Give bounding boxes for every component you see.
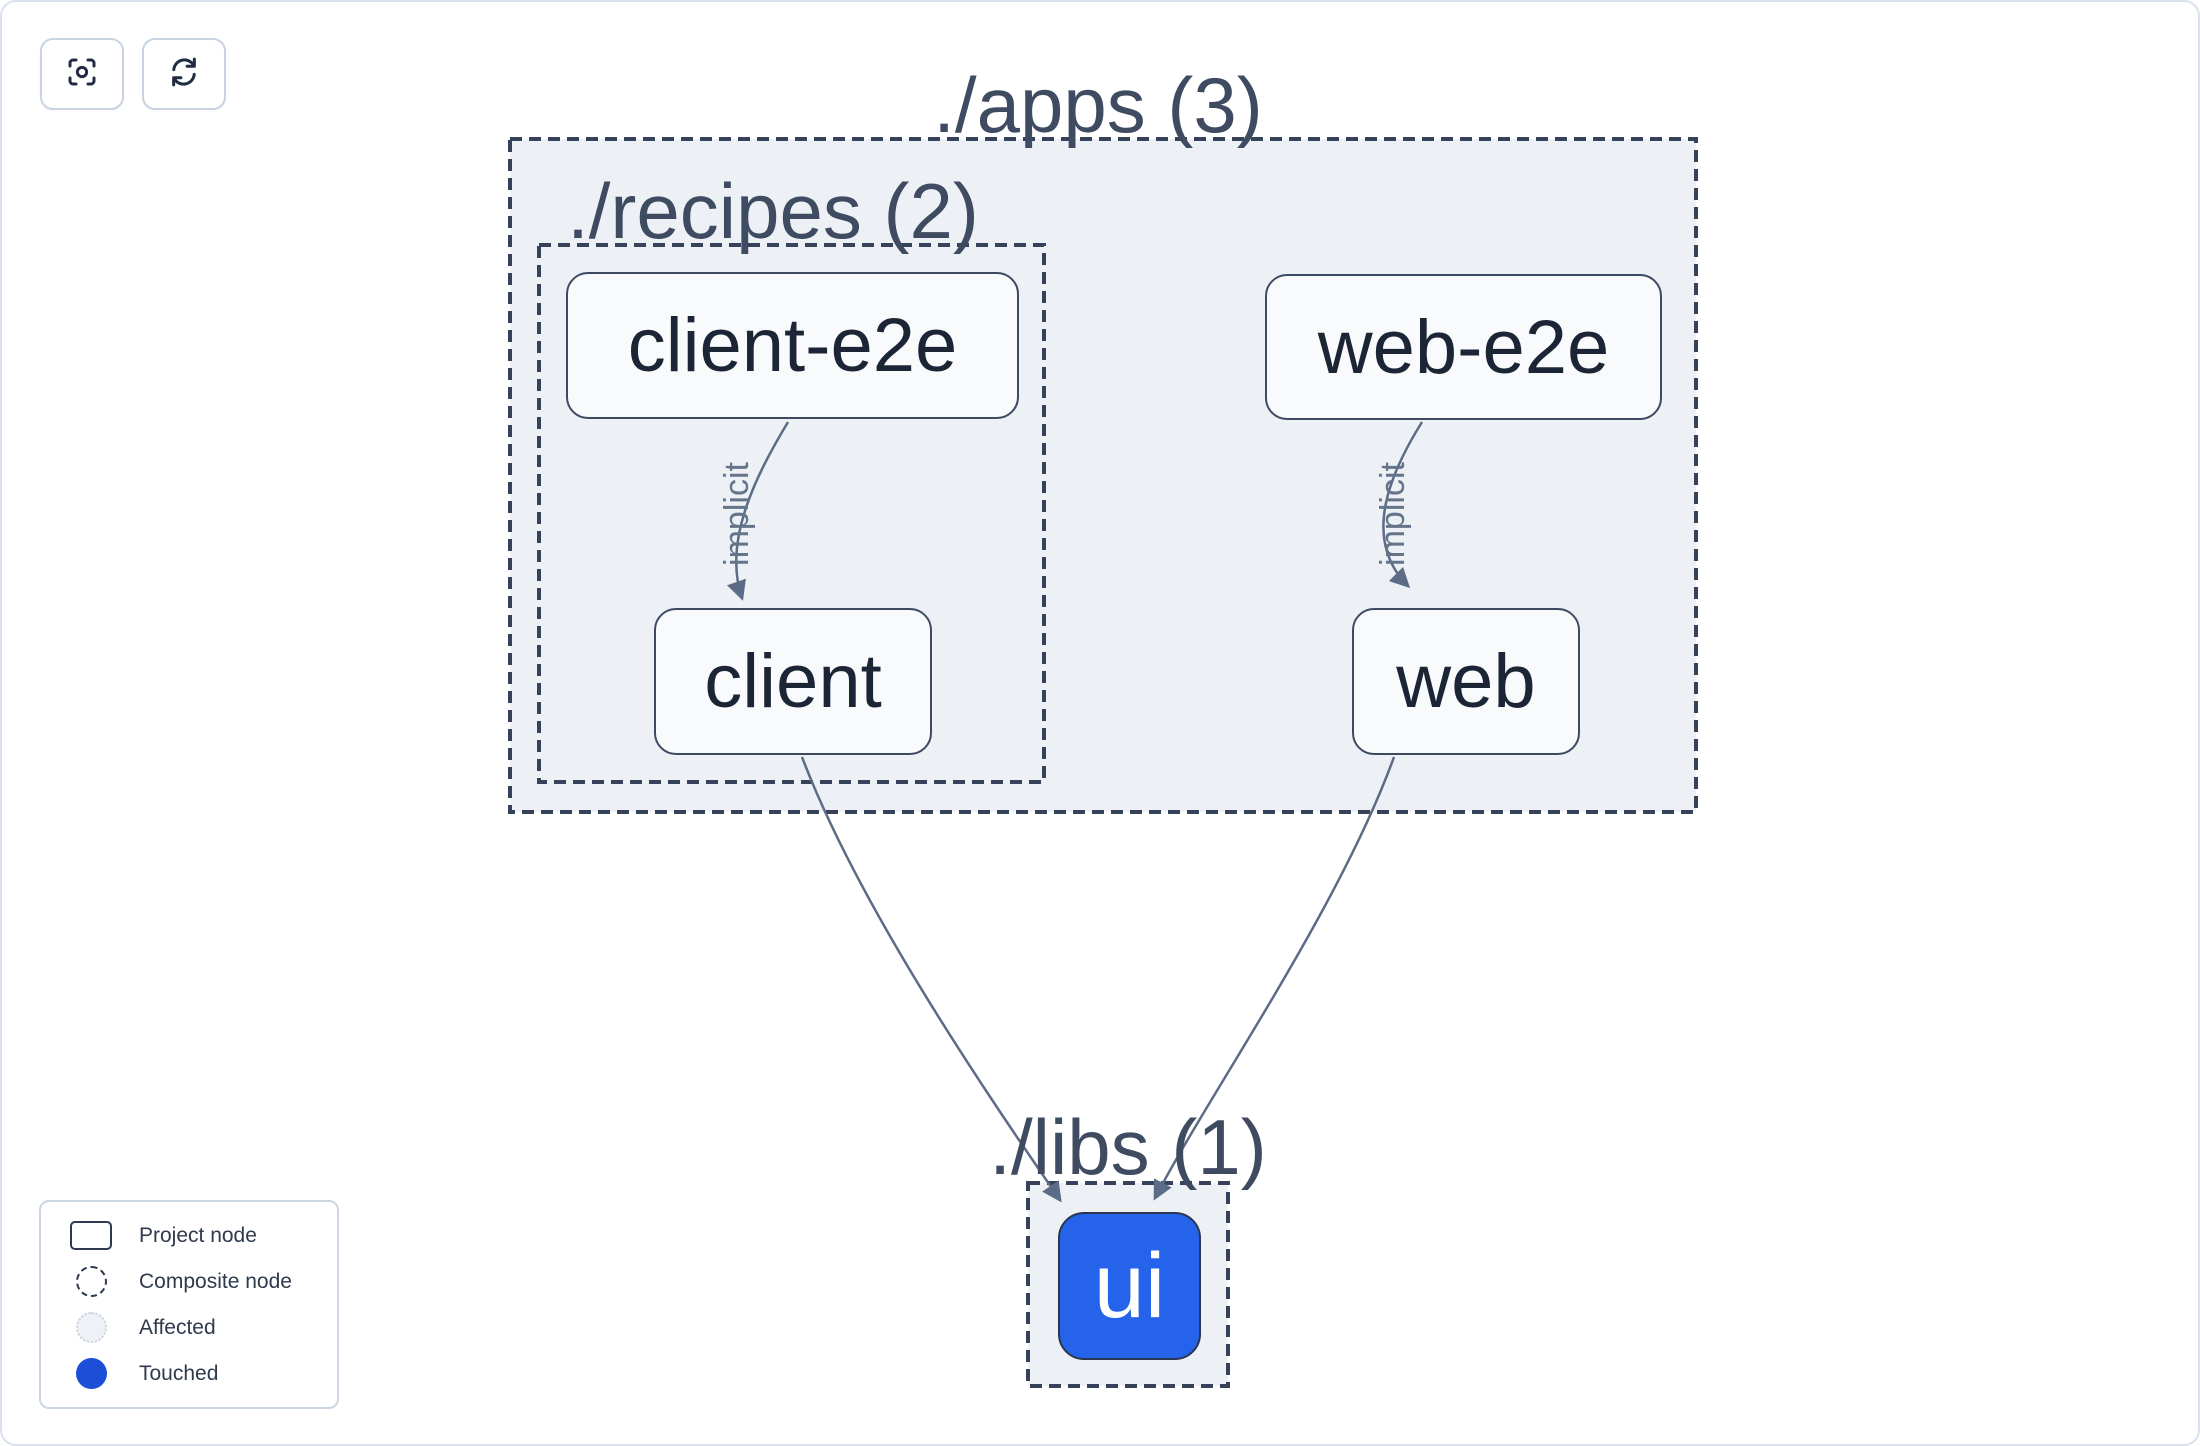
legend-label: Touched <box>139 1361 219 1385</box>
focus-icon <box>64 54 100 95</box>
composite-node-swatch <box>75 1266 107 1297</box>
edge-label-implicit: implicit <box>1374 462 1412 566</box>
legend-label: Affected <box>139 1315 216 1339</box>
edge-web-e2e-web[interactable] <box>1382 421 1424 589</box>
project-node-web[interactable]: web <box>1352 608 1580 755</box>
center-graph-button[interactable] <box>40 38 124 110</box>
project-node-swatch <box>70 1221 112 1250</box>
legend-label: Composite node <box>139 1269 292 1293</box>
legend-panel: Project node Composite node Affected Tou… <box>39 1200 339 1409</box>
project-node-ui-touched[interactable]: ui <box>1058 1212 1201 1360</box>
project-node-client[interactable]: client <box>654 608 932 755</box>
edge-web-ui[interactable] <box>1153 756 1396 1201</box>
refresh-icon <box>166 54 202 95</box>
touched-swatch <box>75 1358 107 1389</box>
legend-item-affected: Affected <box>67 1305 337 1351</box>
graph-toolbar <box>40 38 226 110</box>
group-label-apps: ./apps (3) <box>933 61 1263 149</box>
refresh-graph-button[interactable] <box>142 38 226 110</box>
project-node-client-e2e[interactable]: client-e2e <box>566 272 1019 419</box>
legend-label: Project node <box>139 1223 257 1247</box>
legend-item-touched: Touched <box>67 1351 337 1397</box>
edge-client-ui[interactable] <box>800 756 1062 1203</box>
project-node-web-e2e[interactable]: web-e2e <box>1265 274 1662 420</box>
affected-swatch <box>75 1312 107 1343</box>
edge-client-e2e-client[interactable] <box>727 421 790 601</box>
legend-item-composite-node: Composite node <box>67 1259 337 1305</box>
group-label-recipes: ./recipes (2) <box>567 167 979 255</box>
group-label-libs: ./libs (1) <box>989 1103 1267 1191</box>
edge-label-implicit: implicit <box>718 462 756 566</box>
legend-item-project-node: Project node <box>67 1213 337 1259</box>
